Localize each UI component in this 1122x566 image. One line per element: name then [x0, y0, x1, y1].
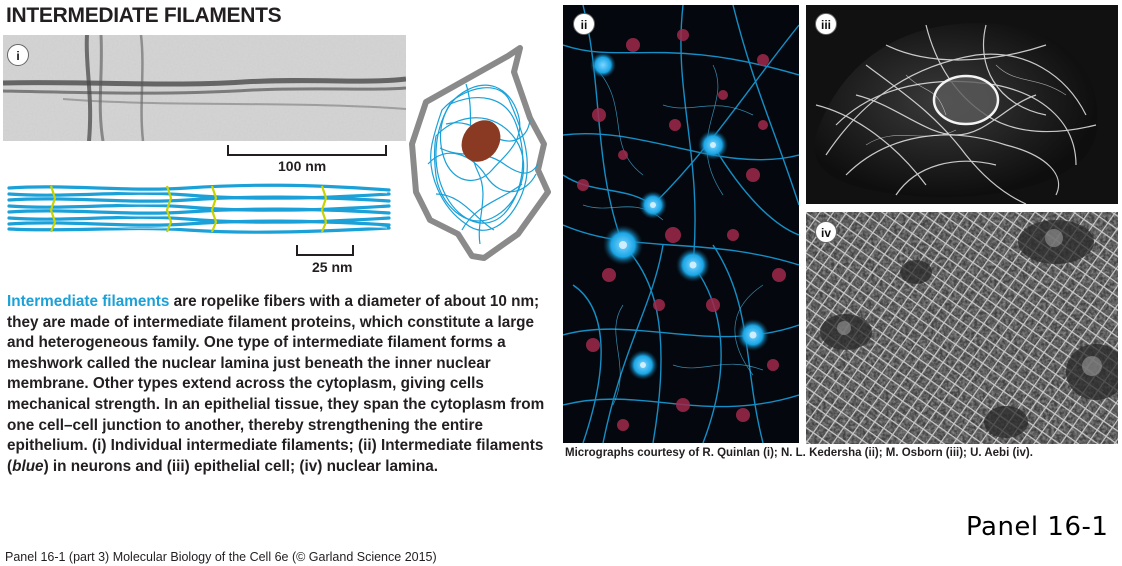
micrograph-iv-nuclear-lamina: iv: [806, 212, 1118, 444]
body-text-part2: ) in neurons and (iii) epithelial cell; …: [43, 457, 438, 475]
panel-badge-i: i: [7, 44, 29, 66]
panel-badge-iii: iii: [815, 13, 837, 35]
scale-label-25nm: 25 nm: [312, 259, 353, 275]
filament-model-illustration: [7, 183, 391, 234]
micrograph-ii-neurons: ii: [563, 5, 799, 443]
micrograph-credits: Micrographs courtesy of R. Quinlan (i); …: [565, 447, 1033, 459]
micrograph-iii-epithelial-cell: iii: [806, 5, 1118, 204]
body-italic-word: blue: [12, 457, 44, 475]
panel-badge-ii: ii: [573, 13, 595, 35]
scale-label-100nm: 100 nm: [278, 158, 327, 174]
body-paragraph: Intermediate filaments are ropelike fibe…: [7, 292, 552, 477]
page-title: INTERMEDIATE FILAMENTS: [6, 4, 282, 27]
micrograph-i: i: [3, 35, 406, 141]
scale-bar-100nm: [227, 145, 387, 156]
scale-bar-25nm: [296, 245, 354, 256]
panel-label: Panel 16-1: [966, 512, 1109, 542]
body-text-part1: are ropelike fibers with a diameter of a…: [7, 293, 545, 475]
highlight-term: Intermediate filaments: [7, 293, 170, 310]
figure-caption: Panel 16-1 (part 3) Molecular Biology of…: [5, 550, 437, 564]
cell-schematic-illustration: [409, 45, 551, 261]
panel-badge-iv: iv: [815, 221, 837, 243]
